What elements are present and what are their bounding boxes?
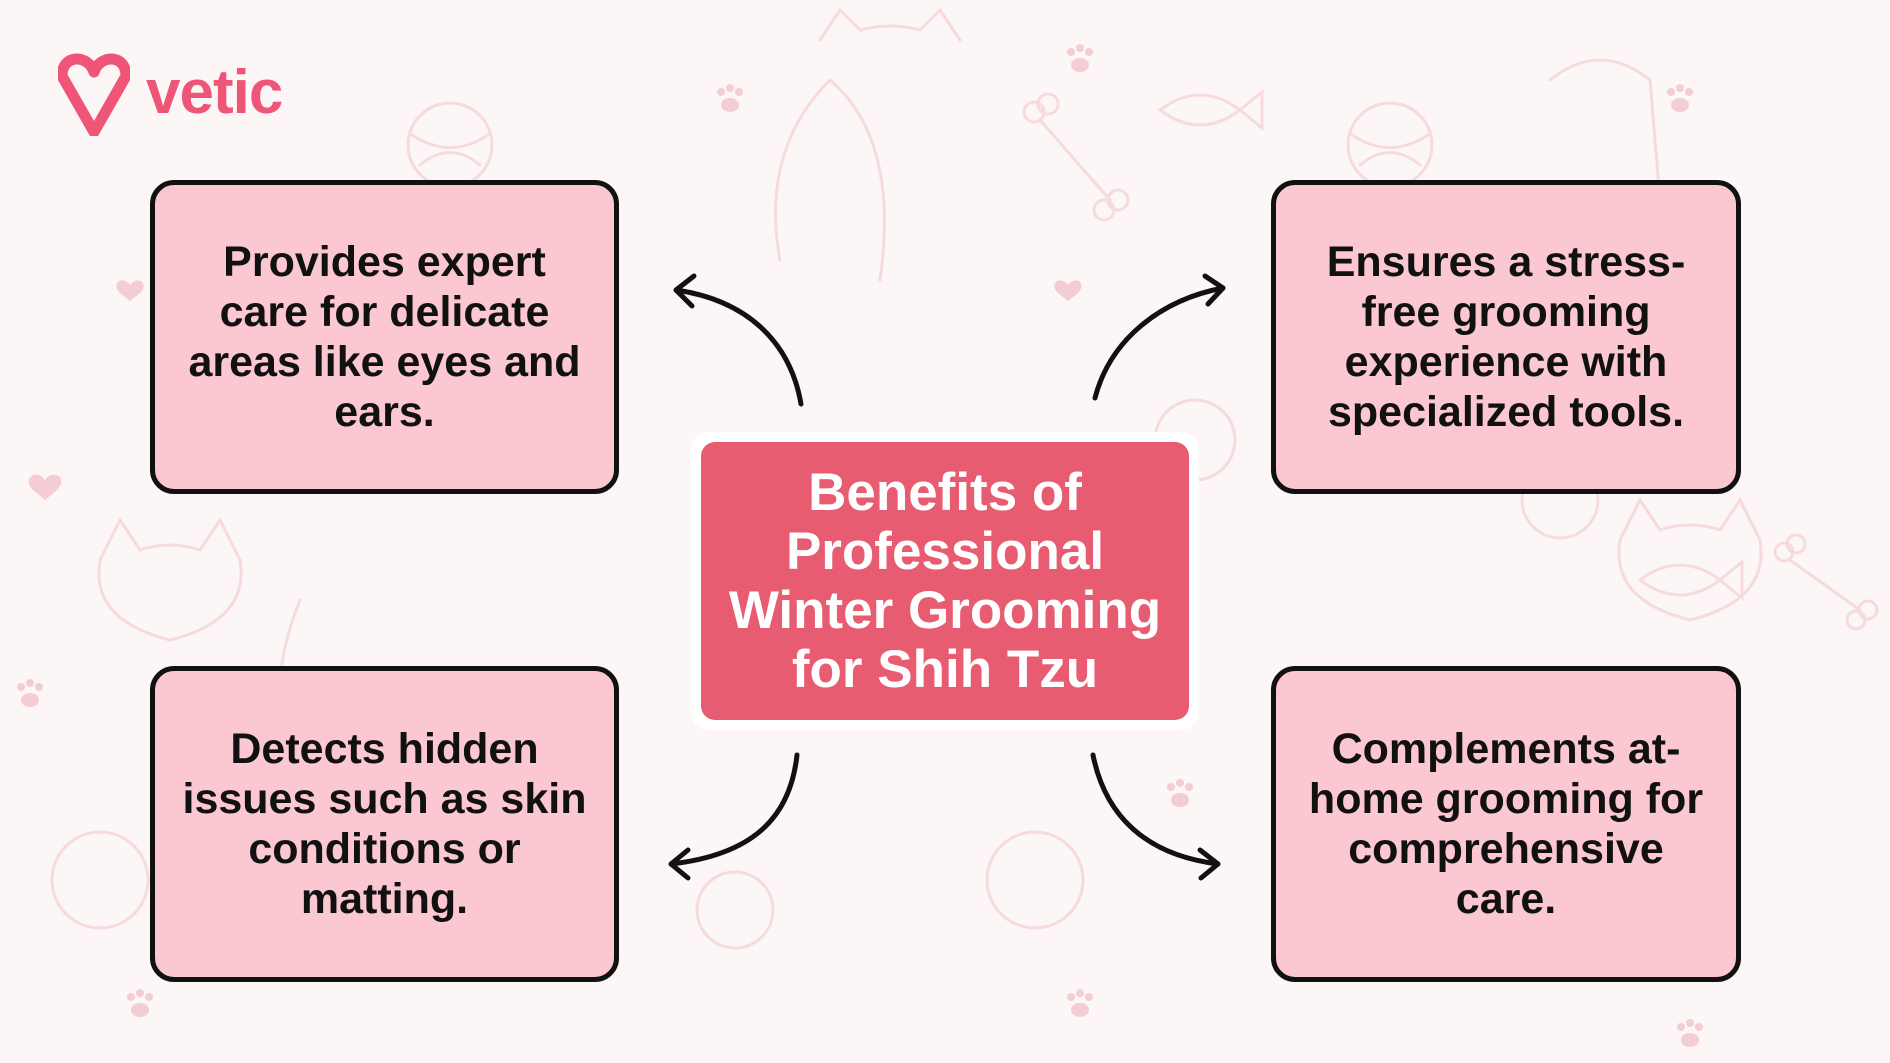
bone-doodle [1022, 92, 1130, 222]
speech-bubble-doodle [50, 830, 150, 930]
arrow-to-bottom-right [1090, 752, 1221, 881]
arrow-to-top-right [1092, 273, 1226, 401]
ball-doodle [695, 870, 775, 950]
paw-doodles [17, 44, 1703, 1047]
cat-doodle [97, 517, 243, 642]
benefit-card-bottom-right: Complements at-home grooming for compreh… [1271, 666, 1741, 982]
vetic-logo: vetic [58, 50, 283, 136]
benefit-card-bottom-left: Detects hidden issues such as skin condi… [150, 666, 619, 982]
fish-doodle [1637, 558, 1744, 602]
heart-v-icon [58, 53, 130, 136]
benefit-text: Ensures a stress-free grooming experienc… [1326, 238, 1686, 436]
fish-doodle [1157, 88, 1264, 132]
center-title: Benefits of Professional Winter Grooming… [728, 463, 1162, 699]
cat-doodle [1617, 497, 1763, 622]
benefit-text: Provides expert care for delicate areas … [188, 238, 581, 436]
brand-name: vetic [146, 58, 283, 127]
benefit-card-top-right: Ensures a stress-free grooming experienc… [1271, 180, 1741, 494]
benefit-card-top-left: Provides expert care for delicate areas … [150, 180, 619, 494]
benefit-text: Complements at-home grooming for compreh… [1308, 725, 1704, 923]
center-title-box: Benefits of Professional Winter Grooming… [701, 442, 1189, 720]
bone-doodle [1773, 533, 1879, 631]
arrow-to-top-left [673, 273, 804, 407]
arrow-to-bottom-left [668, 752, 800, 881]
center-node: Benefits of Professional Winter Grooming… [691, 432, 1199, 730]
speech-bubble-doodle [985, 830, 1085, 930]
cat-doodle [818, 7, 962, 42]
benefit-text: Detects hidden issues such as skin condi… [182, 725, 587, 923]
